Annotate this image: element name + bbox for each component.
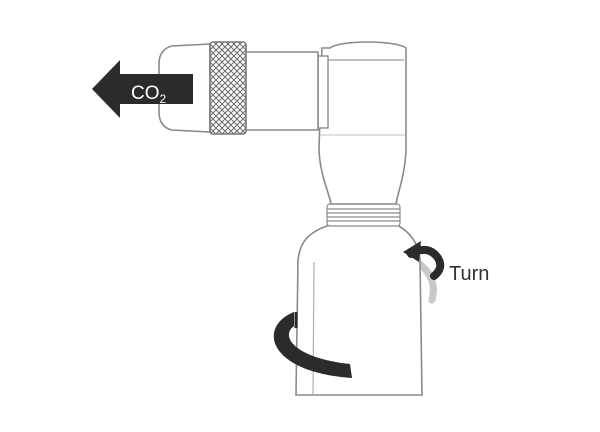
turn-arrow-icon (403, 241, 445, 280)
cartridge-highlight (312, 261, 315, 396)
connector-collar (317, 55, 329, 129)
co2-flow-arrow-icon (92, 60, 193, 118)
co2-cartridge (295, 204, 423, 396)
inflator-head (318, 41, 407, 205)
valve-body (242, 51, 319, 131)
bottom-rotation-arrow-icon (273, 312, 352, 378)
cartridge-threads (326, 203, 401, 227)
co2-label: CO2 (131, 83, 167, 106)
knurled-nut-icon[interactable] (209, 0, 247, 212)
turn-label: Turn (449, 263, 489, 285)
